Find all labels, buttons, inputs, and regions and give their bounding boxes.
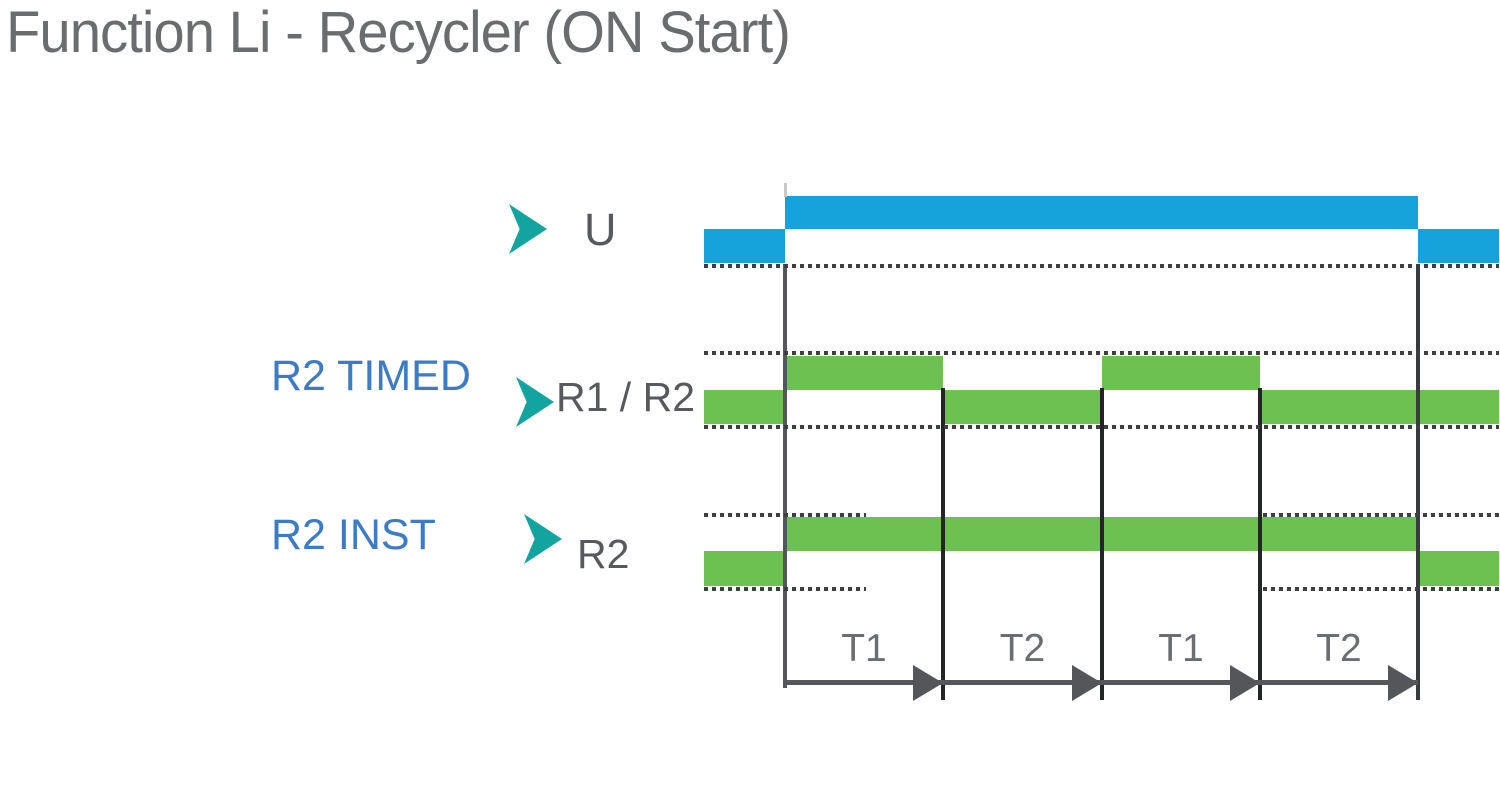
time-boundary-line — [783, 264, 787, 688]
signal-bar — [704, 390, 785, 424]
reference-dotted-line — [704, 513, 866, 517]
reference-dotted-line — [704, 425, 1499, 429]
reference-dotted-line — [704, 587, 866, 591]
signal-bar — [943, 390, 1102, 424]
signal-bar — [704, 229, 785, 263]
time-boundary-line — [1416, 266, 1420, 700]
page-title: Function Li - Recycler (ON Start) — [6, 0, 791, 65]
side-label-r2-timed: R2 TIMED — [271, 352, 471, 400]
reference-dotted-line — [1263, 587, 1499, 591]
interval-label: T2 — [1316, 627, 1362, 670]
time-boundary-line — [1258, 388, 1262, 700]
signal-name-r1-r2: R1 / R2 — [556, 374, 695, 420]
time-axis-line — [785, 680, 1418, 685]
reference-dotted-line — [704, 351, 1499, 355]
time-boundary-line — [941, 388, 945, 700]
time-boundary-line — [784, 183, 787, 197]
interval-label: T1 — [1158, 627, 1204, 670]
signal-bar — [1260, 390, 1499, 424]
side-label-r2-inst: R2 INST — [271, 511, 436, 559]
signal-bar — [1418, 551, 1499, 586]
reference-dotted-line — [1263, 513, 1499, 517]
signal-bar — [785, 196, 1418, 229]
signal-name-r2: R2 — [577, 531, 630, 577]
reference-dotted-line — [704, 264, 1499, 268]
signal-bar — [1102, 356, 1260, 390]
interval-label: T1 — [841, 627, 887, 670]
signal-name-u: U — [584, 204, 617, 255]
arrow-bullet-icon — [516, 377, 554, 427]
signal-bar — [785, 356, 943, 390]
interval-label: T2 — [999, 627, 1046, 670]
arrow-bullet-icon — [524, 514, 562, 564]
signal-bar — [704, 551, 785, 586]
signal-bar — [1418, 229, 1499, 263]
arrow-bullet-icon — [509, 204, 547, 254]
time-boundary-line — [1100, 388, 1104, 700]
